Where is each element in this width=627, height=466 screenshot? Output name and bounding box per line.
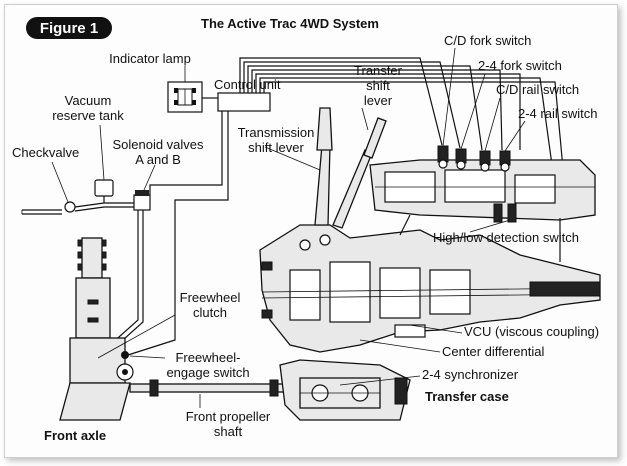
label-cd-fork-switch: C/D fork switch [444, 33, 531, 48]
transfer-shift-lever [332, 117, 387, 229]
cd-rail-switch-part [479, 150, 491, 172]
label-transfer-shift-lever-3: lever [364, 93, 393, 108]
label-transmission-shift-lever-1: Transmission [238, 125, 315, 140]
label-high-low-detection-switch: High/low detection switch [433, 230, 579, 245]
transmission-shift-lever [314, 107, 333, 226]
checkvalve [21, 201, 135, 215]
label-rail-switch-24: 2-4 rail switch [518, 106, 597, 121]
front-axle-assembly [59, 237, 134, 421]
label-vacuum-reserve-tank-2: reserve tank [52, 108, 124, 123]
label-center-differential: Center differential [442, 344, 544, 359]
label-indicator-lamp: Indicator lamp [109, 51, 191, 66]
control-unit [217, 92, 271, 112]
front-propeller-shaft [129, 379, 291, 397]
label-vcu: VCU (viscous coupling) [464, 324, 599, 339]
label-front-axle: Front axle [44, 428, 106, 443]
label-vacuum-reserve-tank-1: Vacuum [65, 93, 112, 108]
control-to-solenoid-wire [149, 111, 223, 195]
label-fork-switch-24: 2-4 fork switch [478, 58, 562, 73]
label-transfer-shift-lever-1: Transfer [354, 63, 403, 78]
label-solenoid-valves-2: A and B [135, 152, 181, 167]
label-transmission-shift-lever-2: shift lever [248, 140, 304, 155]
label-freewheel-engage-switch-2: engage switch [166, 365, 249, 380]
indicator-lamp [167, 81, 203, 113]
label-freewheel-clutch-2: clutch [193, 305, 227, 320]
label-transfer-shift-lever-2: shift [366, 78, 390, 93]
leader-lines [51, 47, 526, 408]
label-freewheel-engage-switch-1: Freewheel- [175, 350, 240, 365]
transmission-body [259, 224, 601, 353]
vacuum-reserve-tank [94, 179, 114, 203]
label-freewheel-clutch-1: Freewheel [180, 290, 241, 305]
cd-fork-switch-part [437, 145, 449, 169]
transfer-case [279, 359, 411, 421]
labels: Indicator lamp Control unit Vacuum reser… [12, 33, 599, 443]
label-front-propeller-shaft-2: shaft [214, 424, 243, 439]
label-checkvalve: Checkvalve [12, 145, 79, 160]
high-low-switch-part [493, 203, 517, 223]
fork-switch-24-part [455, 148, 467, 170]
cluster-link [399, 214, 411, 236]
label-cd-rail-switch: C/D rail switch [496, 82, 579, 97]
label-solenoid-valves-1: Solenoid valves [112, 137, 204, 152]
diagram-title: The Active Trac 4WD System [201, 16, 379, 31]
label-transfer-case: Transfer case [425, 389, 509, 404]
label-control-unit: Control unit [214, 77, 281, 92]
label-front-propeller-shaft-1: Front propeller [186, 409, 271, 424]
solenoid-valves [109, 190, 151, 349]
figure-badge-text: Figure 1 [40, 20, 98, 37]
rail-switch-24-part [499, 150, 511, 172]
switch-cluster [369, 145, 596, 223]
wiring-harness [239, 57, 566, 191]
label-synchronizer-24: 2-4 synchronizer [422, 367, 519, 382]
figure-badge: Figure 1 [26, 17, 112, 39]
control-to-freewheel-wire [127, 111, 229, 356]
